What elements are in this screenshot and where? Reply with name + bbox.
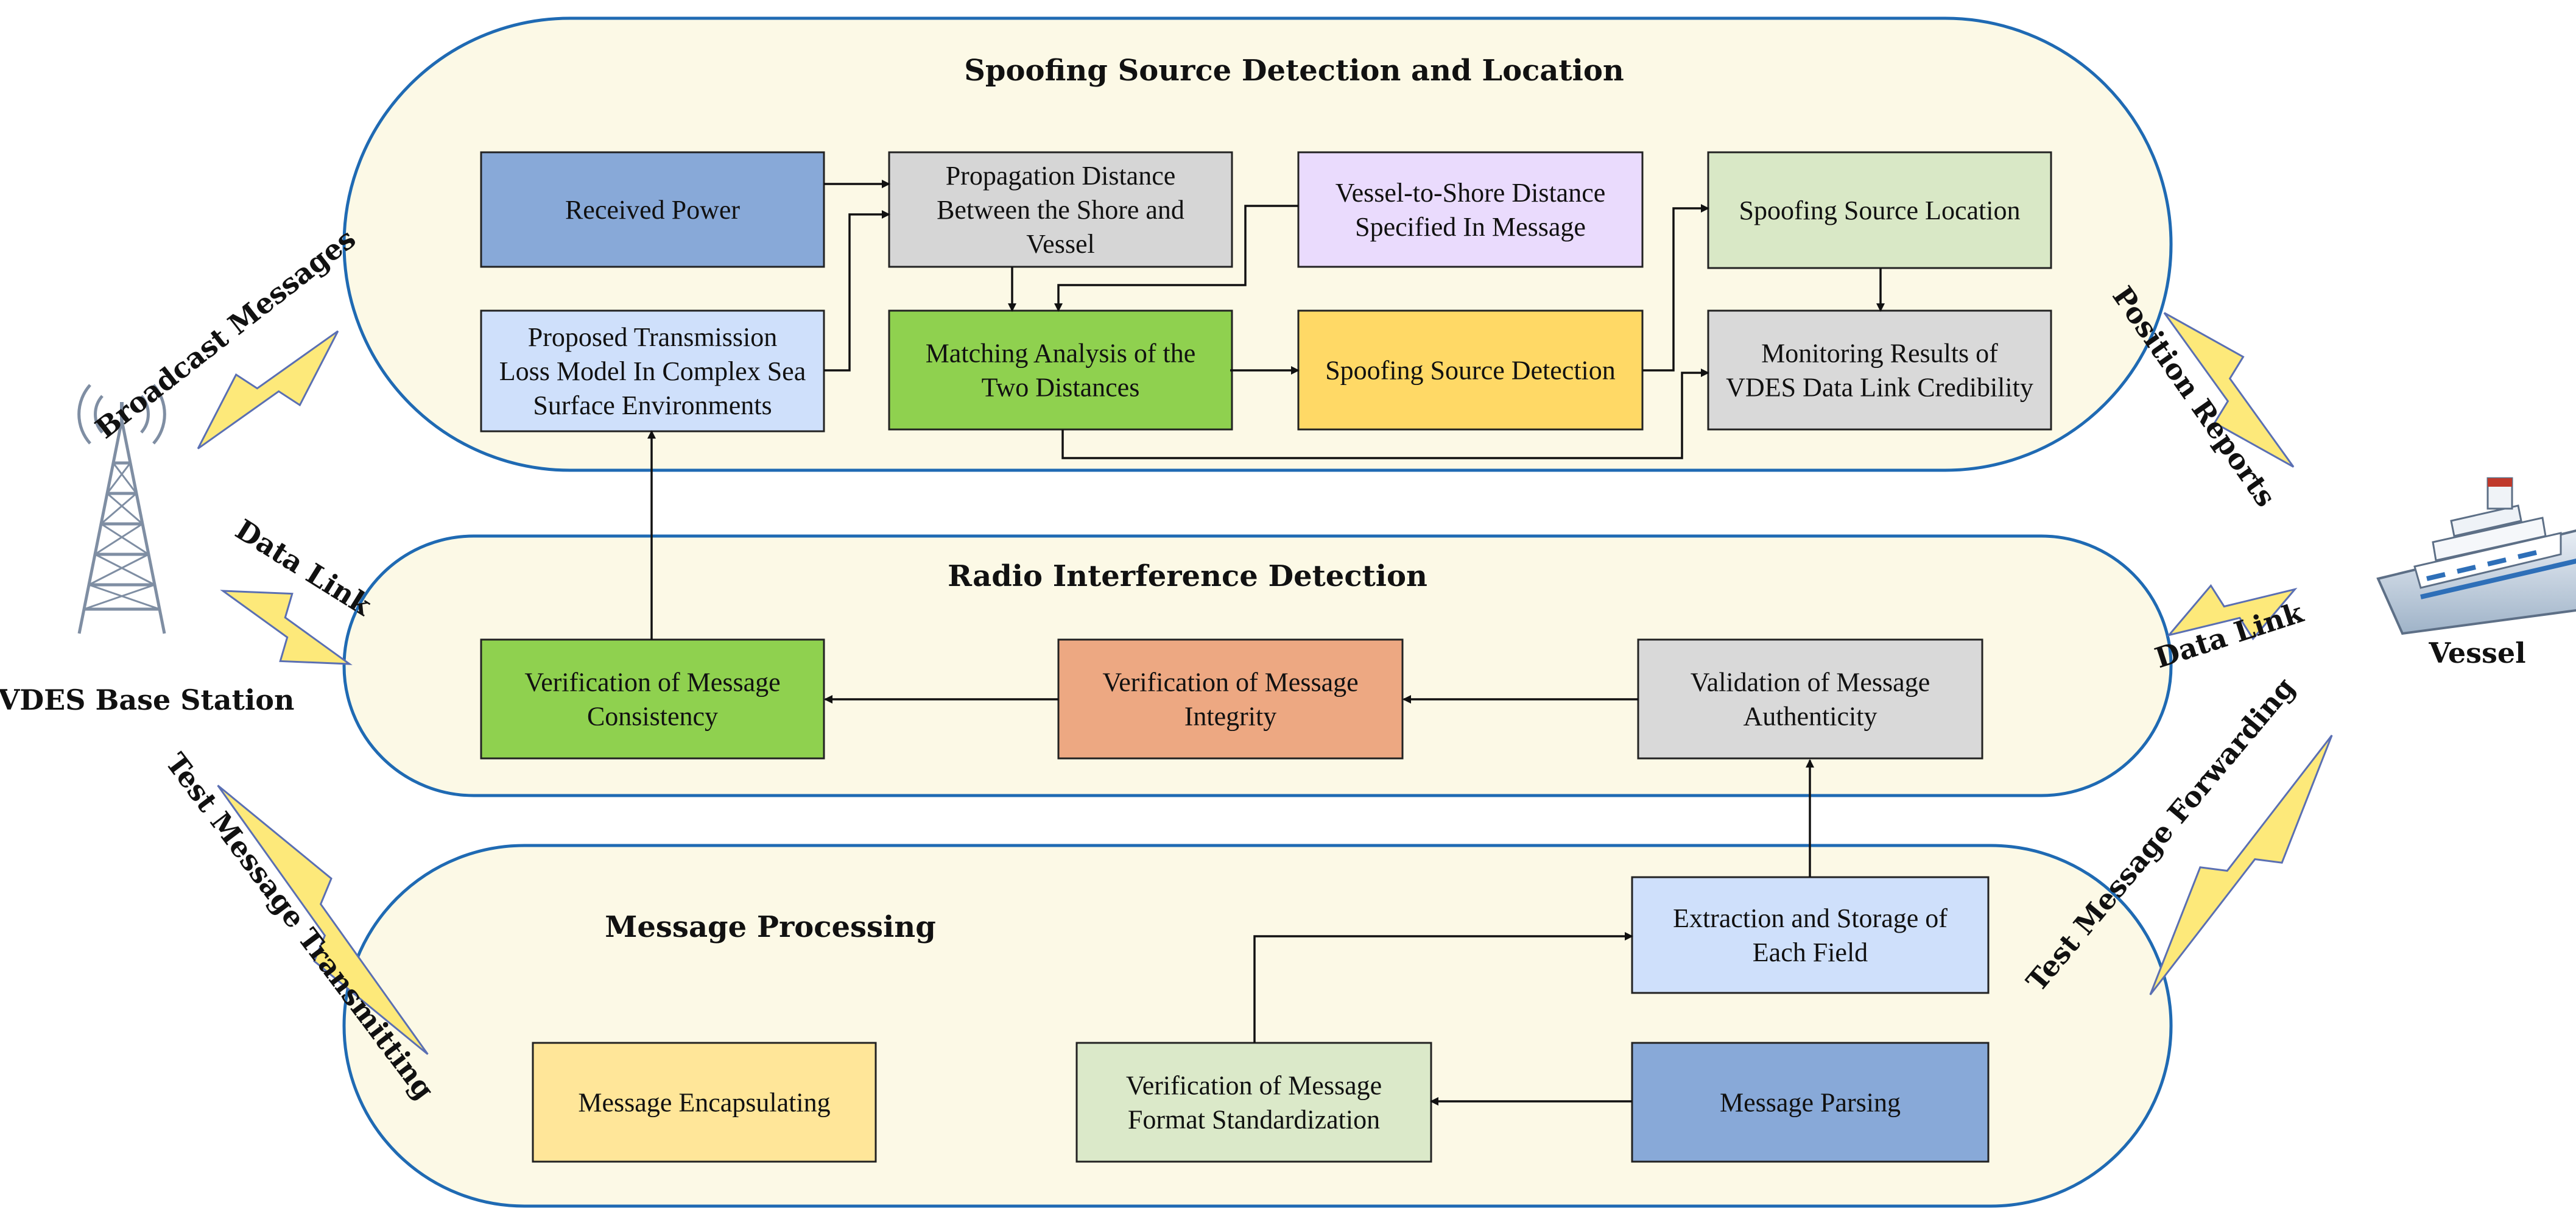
box-monitoring-line: VDES Data Link Credibility xyxy=(1726,373,2033,403)
ship-icon xyxy=(2376,477,2576,635)
position-reports-label: Position Reports xyxy=(2106,280,2282,513)
arrow-vessel-shore-to-matching xyxy=(1054,205,1298,312)
box-monitoring-line: Monitoring Results of xyxy=(1761,339,1998,369)
box-extraction-line: Each Field xyxy=(1753,937,1868,967)
box-parsing-rect xyxy=(1631,1042,1990,1163)
box-consistency-line: Consistency xyxy=(587,702,718,732)
box-extraction-line: Extraction and Storage of xyxy=(1673,903,1948,933)
radio-section-title: Radio Interference Detection xyxy=(948,559,1427,593)
box-spoof-location: Spoofing Source Location xyxy=(1707,151,2052,269)
box-format-rect xyxy=(1075,1042,1432,1163)
box-extraction: Extraction and Storage of Each Field xyxy=(1631,876,1990,994)
box-propagation-line: Vessel xyxy=(1026,229,1094,259)
box-transmission-model-line: Loss Model In Complex Sea xyxy=(499,356,806,386)
box-encapsulating-rect xyxy=(532,1042,877,1163)
box-vessel-shore-line: Vessel-to-Shore Distance xyxy=(1336,178,1606,208)
box-monitoring-rect xyxy=(1707,309,2052,431)
box-propagation-line: Propagation Distance xyxy=(946,161,1176,191)
box-vessel-shore-rect xyxy=(1297,151,1644,268)
box-monitoring: Monitoring Results of VDES Data Link Cred… xyxy=(1707,309,2052,431)
arrow-detection-to-location xyxy=(1642,204,1709,372)
box-parsing-line: Message Parsing xyxy=(1720,1088,1901,1118)
box-integrity-rect xyxy=(1057,638,1404,760)
bolt-position-reports-lightning-bolt-icon xyxy=(2163,312,2295,468)
box-encapsulating: Message Encapsulating xyxy=(532,1042,877,1163)
arrow-matching-to-monitoring xyxy=(1061,369,1709,459)
box-authenticity-rect xyxy=(1637,638,1983,760)
box-matching-rect xyxy=(888,309,1233,431)
box-authenticity-line: Authenticity xyxy=(1744,702,1877,732)
box-transmission-model-line: Proposed Transmission xyxy=(528,322,778,352)
box-received-power-rect xyxy=(480,151,825,268)
box-extraction-rect xyxy=(1631,876,1990,994)
box-integrity-line: Integrity xyxy=(1184,702,1277,732)
box-authenticity-line: Validation of Message xyxy=(1691,668,1930,697)
radio-tower-icon xyxy=(77,384,166,634)
processing-section-title: Message Processing xyxy=(605,910,936,944)
box-spoof-detection-rect xyxy=(1297,309,1644,431)
box-spoof-location-line: Spoofing Source Location xyxy=(1739,196,2021,225)
box-propagation-rect xyxy=(888,151,1233,268)
box-received-power-line: Received Power xyxy=(565,195,740,225)
box-integrity-line: Verification of Message xyxy=(1102,668,1358,697)
box-matching-line: Two Distances xyxy=(982,373,1140,403)
box-consistency-rect xyxy=(480,638,825,760)
arrow-format-to-extraction xyxy=(1253,932,1633,1043)
spoofing-section-title: Spoofing Source Detection and Location xyxy=(964,54,1624,88)
box-vessel-shore-line: Specified In Message xyxy=(1355,212,1586,242)
box-matching-line: Matching Analysis of the xyxy=(926,339,1196,369)
box-spoof-detection-line: Spoofing Source Detection xyxy=(1325,356,1616,386)
base-station-label: VDES Base Station xyxy=(0,683,294,716)
bolt-broadcast-lightning-bolt-icon xyxy=(197,330,339,450)
vessel-label: Vessel xyxy=(2428,637,2525,669)
box-format-line: Verification of Message xyxy=(1126,1071,1382,1101)
box-encapsulating-line: Message Encapsulating xyxy=(578,1088,830,1118)
box-transmission-model-line: Surface Environments xyxy=(533,390,772,420)
box-format-line: Format Standardization xyxy=(1128,1105,1380,1135)
bolt-test-transmitting-lightning-bolt-icon xyxy=(217,785,429,1055)
bolt-test-forwarding-lightning-bolt-icon xyxy=(2149,735,2333,995)
bolt-data-link-right-lightning-bolt-icon xyxy=(2166,584,2298,641)
box-consistency-line: Verification of Message xyxy=(524,668,780,697)
box-received-power: Received Power xyxy=(480,151,825,268)
box-propagation-line: Between the Shore and xyxy=(937,195,1184,225)
bolt-data-link-left-lightning-bolt-icon xyxy=(220,590,353,665)
box-parsing: Message Parsing xyxy=(1631,1042,1990,1163)
box-spoof-detection: Spoofing Source Detection xyxy=(1297,309,1644,431)
arrow-model-to-propagation xyxy=(824,210,890,372)
